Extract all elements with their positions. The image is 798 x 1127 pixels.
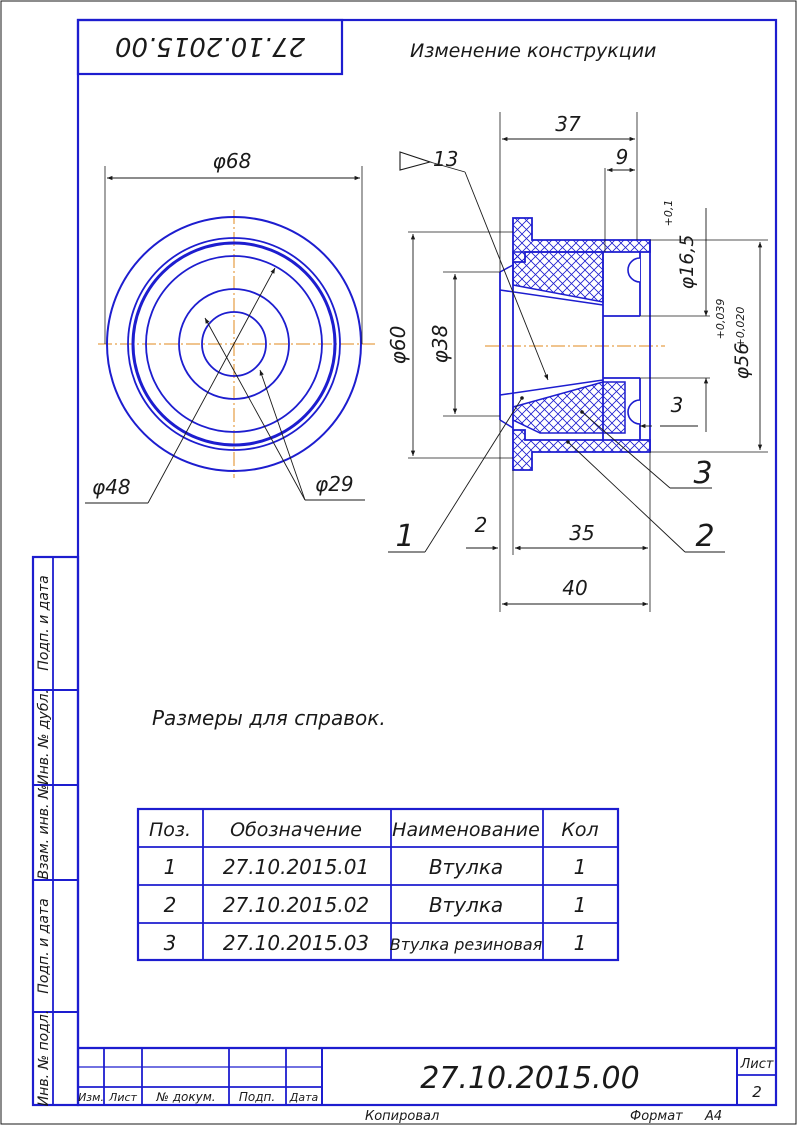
dim-56-tol-upper: +0,039 <box>714 299 727 340</box>
side-stamp-label: Взам. инв. № <box>36 784 52 879</box>
dim-165-tol: +0,1 <box>662 200 675 227</box>
dim-56-tol-lower: +0,020 <box>734 307 747 348</box>
dim-60-label: φ60 <box>386 326 410 365</box>
side-stamp <box>31 555 80 1107</box>
title-col-label: № докум. <box>155 1090 215 1104</box>
callout-2: 2 <box>695 519 714 554</box>
table-header-designation: Обозначение <box>230 819 362 841</box>
dim-165-label: φ16,5 <box>676 235 698 290</box>
dim-40-label: 40 <box>562 576 587 600</box>
dim-37-label: 37 <box>555 112 581 136</box>
circle-16 <box>201 311 267 377</box>
section-view <box>388 112 768 612</box>
callout-1: 1 <box>395 519 414 554</box>
title-designation: 27.10.2015.00 <box>420 1061 639 1096</box>
dim-3-label: 3 <box>671 393 684 417</box>
side-stamp-label: Инв. № подл. <box>36 1010 52 1107</box>
dim-35-label: 35 <box>569 521 594 545</box>
footer-format-value: А4 <box>704 1109 722 1124</box>
circle-68 <box>106 216 362 472</box>
dim-48-label: φ48 <box>92 475 131 499</box>
title-col-label: Лист <box>108 1091 137 1104</box>
table-cell: Втулка <box>429 893 503 917</box>
footer-copied: Копировал <box>365 1109 439 1124</box>
sleeve-bottom <box>512 429 651 471</box>
side-stamp-label: Подп. и дата <box>36 898 52 993</box>
table-cell: 3 <box>164 931 177 955</box>
table-cell: 2 <box>164 893 177 917</box>
title-block <box>78 1046 776 1105</box>
table-cell: 1 <box>574 893 587 917</box>
table-cell: 27.10.2015.02 <box>223 893 369 917</box>
table-header-qty: Кол <box>561 819 598 841</box>
circle-48 <box>145 255 323 433</box>
dim-2-label: 2 <box>475 513 488 537</box>
side-stamp-label: Подп. и дата <box>36 575 52 670</box>
rubber-bottom <box>512 381 626 434</box>
circle-54 <box>131 241 337 447</box>
table-cell: 1 <box>574 931 587 955</box>
sheet-number: 2 <box>752 1083 762 1101</box>
circle-56 <box>127 237 341 451</box>
side-stamp-label: Инв. № дубл. <box>36 689 52 785</box>
table-cell: 27.10.2015.01 <box>223 855 369 879</box>
dim-38-label: φ38 <box>428 325 452 364</box>
dim-29-label: φ29 <box>315 472 354 496</box>
table-cell: Втулка <box>429 855 503 879</box>
table-cell: 1 <box>574 855 587 879</box>
dim-56-label: φ56 <box>731 343 753 380</box>
table-header-pos: Поз. <box>149 819 191 841</box>
table-cell: 27.10.2015.03 <box>223 931 369 955</box>
top-stamp-text: 27.10.2015.00 <box>115 31 305 61</box>
circle-29 <box>178 288 290 400</box>
reference-note: Размеры для справок. <box>152 706 386 730</box>
change-note: Изменение конструкции <box>410 40 656 62</box>
title-col-label: Дата <box>289 1091 319 1104</box>
title-col-label: Подп. <box>239 1090 275 1104</box>
front-view <box>85 166 375 504</box>
table-header-name: Наименование <box>392 819 540 841</box>
table-cell: Втулка резиновая <box>390 935 543 954</box>
callout-3: 3 <box>693 456 712 491</box>
roughness-label: 13 <box>433 147 458 171</box>
spec-table <box>136 807 620 962</box>
dim-9-label: 9 <box>616 145 629 169</box>
title-col-label: Изм. <box>78 1091 104 1104</box>
footer-format-label: Формат <box>630 1109 683 1124</box>
dim-68-label: φ68 <box>213 149 252 173</box>
table-cell: 1 <box>164 855 177 879</box>
sheet-label: Лист <box>740 1057 774 1072</box>
